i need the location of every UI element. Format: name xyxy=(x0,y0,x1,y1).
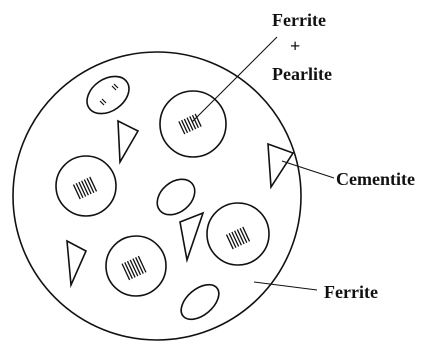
cementite-particle xyxy=(267,142,295,190)
ferrite-grain xyxy=(156,178,196,216)
label-ferrite-pearlite-line1: Ferrite xyxy=(272,10,326,30)
pearlite-colony xyxy=(121,255,147,281)
sample-boundary xyxy=(12,51,302,341)
label-ferrite-pearlite-plus: + xyxy=(290,36,300,56)
ferrite-grain xyxy=(180,283,220,321)
pearlite-colony xyxy=(72,176,98,200)
small-pearlite-grain xyxy=(86,75,130,115)
leader-ferrite xyxy=(253,281,318,291)
label-ferrite-pearlite-line2: Pearlite xyxy=(272,64,332,84)
pearlite-grain xyxy=(105,235,167,297)
pearlite-grain xyxy=(55,155,117,217)
label-ferrite: Ferrite xyxy=(324,282,378,302)
label-cementite: Cementite xyxy=(336,169,415,189)
leader-cementite xyxy=(281,160,335,179)
pearlite-grain xyxy=(159,90,227,158)
cementite-particle xyxy=(179,211,205,264)
pearlite-colony-small xyxy=(99,83,119,106)
pearlite-colony xyxy=(178,113,202,135)
pearlite-grain xyxy=(206,202,270,266)
leader-ferrite-pearlite xyxy=(191,36,278,123)
pearlite-colony xyxy=(225,226,251,250)
cementite-particle xyxy=(66,239,88,289)
cementite-particle xyxy=(117,119,140,165)
